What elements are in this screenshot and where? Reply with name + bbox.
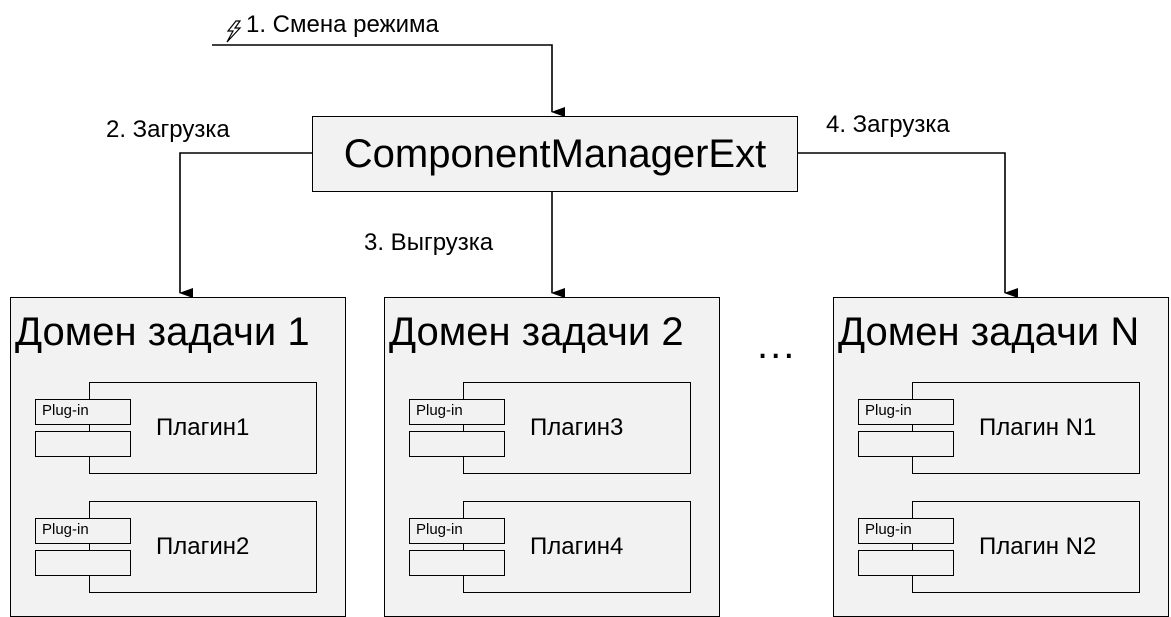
plugin-port: Plug-in — [35, 399, 131, 425]
load-right-connector — [798, 152, 1018, 298]
plugin-name: Плагин4 — [530, 533, 624, 560]
domain-title: Домен задачи N — [838, 310, 1140, 354]
plugin-port-label: Plug-in — [865, 521, 912, 538]
plugin-box: Плагин N2 — [912, 501, 1140, 593]
plugin-name: Плагин N2 — [979, 533, 1097, 560]
plugin-port-lower — [35, 550, 131, 576]
task-domain-n: Домен задачи N Плагин N1 Plug-in Плагин … — [833, 297, 1169, 617]
step-load-right-label: 4. Загрузка — [826, 111, 950, 138]
plugin-port-label: Plug-in — [865, 402, 912, 419]
plugin-port: Plug-in — [35, 518, 131, 544]
plugin-name: Плагин N1 — [979, 414, 1097, 441]
plugin-port-lower — [35, 431, 131, 457]
plugin-port-lower — [858, 550, 954, 576]
plugin-box: Плагин N1 — [912, 382, 1140, 474]
task-domain-1: Домен задачи 1 Плагин1 Plug-in Плагин2 P… — [10, 297, 346, 617]
plugin-port-lower — [858, 431, 954, 457]
plugin-port-label: Plug-in — [416, 521, 463, 538]
plugin-port: Plug-in — [409, 518, 505, 544]
connector-lines — [179, 20, 1018, 298]
plugin-port: Plug-in — [409, 399, 505, 425]
plugin-port-label: Plug-in — [416, 402, 463, 419]
domain-title: Домен задачи 1 — [15, 310, 310, 354]
plugin-box: Плагин1 — [89, 382, 317, 474]
plugin-port-label: Plug-in — [42, 521, 89, 538]
step-mode-change-label: 1. Смена режима — [246, 11, 439, 38]
plugin-port-lower — [409, 550, 505, 576]
step-unload-label: 3. Выгрузка — [364, 229, 494, 256]
plugin-box: Плагин2 — [89, 501, 317, 593]
plugin-box: Плагин3 — [463, 382, 691, 474]
more-domains-ellipsis: ... — [757, 323, 797, 367]
plugin-box: Плагин4 — [463, 501, 691, 593]
plugin-name: Плагин2 — [156, 533, 250, 560]
plugin-port: Plug-in — [858, 399, 954, 425]
component-manager-label: ComponentManagerExt — [343, 132, 767, 176]
plugin-port-lower — [409, 431, 505, 457]
plugin-port-label: Plug-in — [42, 402, 89, 419]
step-load-left-label: 2. Загрузка — [106, 116, 230, 143]
plugin-name: Плагин1 — [156, 414, 250, 441]
task-domain-2: Домен задачи 2 Плагин3 Plug-in Плагин4 P… — [384, 297, 720, 617]
plugin-port: Plug-in — [858, 518, 954, 544]
load-left-connector — [179, 152, 312, 298]
lightning-icon — [226, 20, 242, 43]
plugin-name: Плагин3 — [530, 414, 624, 441]
mode-change-connector — [212, 44, 565, 117]
domain-title: Домен задачи 2 — [389, 310, 684, 354]
component-manager-box: ComponentManagerExt — [312, 116, 798, 192]
